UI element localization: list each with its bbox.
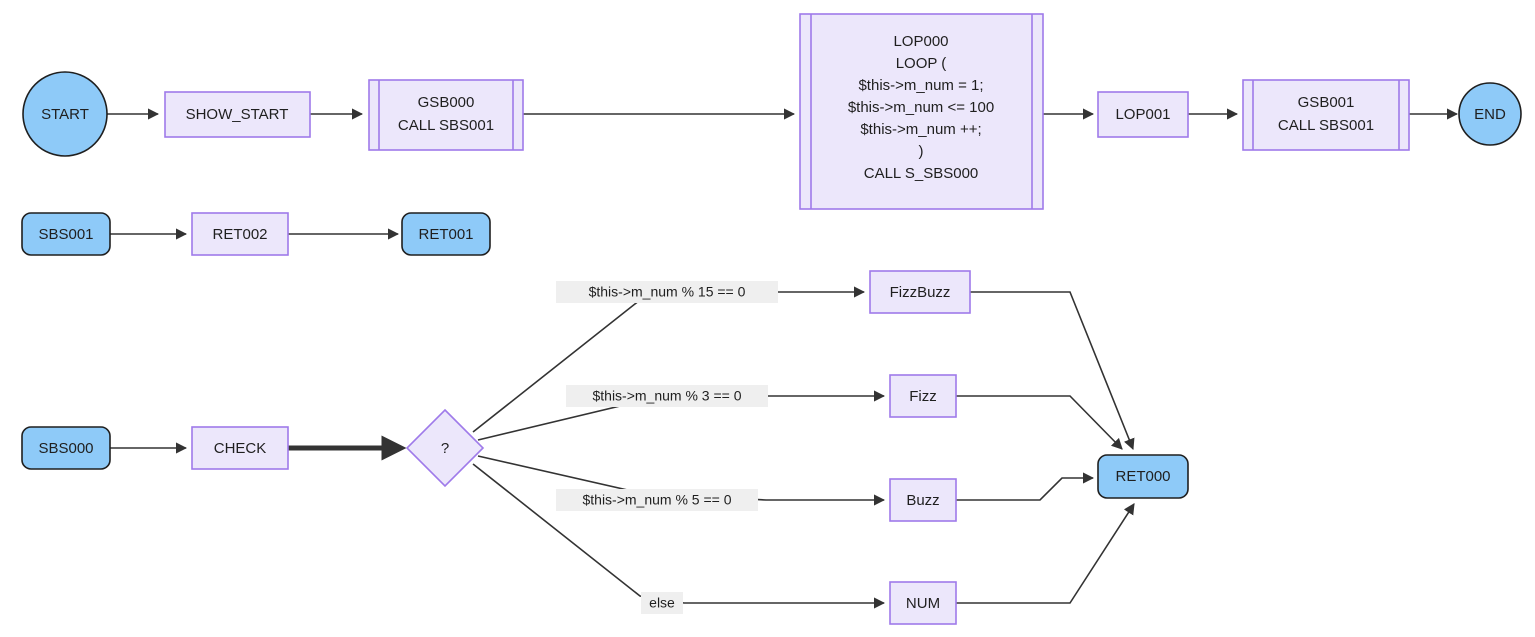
node-gsb000-label-line1: GSB000 xyxy=(418,94,475,111)
node-show-start-label: SHOW_START xyxy=(186,106,289,123)
node-lop000-line-2: $this->m_num = 1; xyxy=(858,77,983,94)
node-lop001[interactable]: LOP001 xyxy=(1097,91,1189,138)
node-decision-label: ? xyxy=(441,440,449,457)
node-lop000-line-0: LOP000 xyxy=(893,33,948,50)
edge-fizz-to-ret000 xyxy=(956,395,1123,450)
node-show-start[interactable]: SHOW_START xyxy=(164,91,311,138)
node-num[interactable]: NUM xyxy=(889,581,957,625)
edges-decision-branches xyxy=(472,286,886,609)
node-fizzbuzz-label: FizzBuzz xyxy=(890,284,951,301)
node-lop000-line-4: $this->m_num ++; xyxy=(860,121,981,138)
edge-fizzbuzz-to-ret000 xyxy=(970,291,1135,451)
node-ret002[interactable]: RET002 xyxy=(191,212,289,256)
edge-label-branch-15-text: $this->m_num % 15 == 0 xyxy=(589,284,746,300)
edge-label-branch-else: else xyxy=(641,592,683,614)
edge-label-branch-15: $this->m_num % 15 == 0 xyxy=(556,281,778,303)
node-gsb001-label-line1: GSB001 xyxy=(1298,94,1355,111)
edge-decision-to-fizzbuzz xyxy=(472,286,866,433)
node-fizzbuzz[interactable]: FizzBuzz xyxy=(869,270,971,314)
edge-label-branch-3-text: $this->m_num % 3 == 0 xyxy=(592,388,741,404)
node-num-label: NUM xyxy=(906,595,940,612)
node-lop000-line-5: ) xyxy=(919,143,924,160)
edge-num-to-ret000 xyxy=(956,503,1135,604)
node-start[interactable]: START xyxy=(22,71,108,157)
edge-buzz-to-ret000 xyxy=(956,472,1095,501)
node-lop000-line-1: LOOP ( xyxy=(896,55,947,72)
node-lop000[interactable]: LOP000 LOOP ( $this->m_num = 1; $this->m… xyxy=(799,13,1044,210)
node-ret000[interactable]: RET000 xyxy=(1097,454,1189,499)
node-check-label: CHECK xyxy=(214,440,267,457)
node-lop000-line-6: CALL S_SBS000 xyxy=(864,165,979,182)
edge-label-branch-3: $this->m_num % 3 == 0 xyxy=(566,385,768,407)
node-sbs001-label: SBS001 xyxy=(38,226,93,243)
node-buzz-label: Buzz xyxy=(906,492,939,509)
edge-label-branch-5-text: $this->m_num % 5 == 0 xyxy=(582,492,731,508)
node-sbs001[interactable]: SBS001 xyxy=(21,212,111,256)
node-gsb001-label-line2: CALL SBS001 xyxy=(1278,117,1374,134)
node-decision[interactable]: ? xyxy=(405,408,485,488)
node-buzz[interactable]: Buzz xyxy=(889,478,957,522)
node-fizz-label: Fizz xyxy=(909,388,937,405)
node-end-label: END xyxy=(1474,106,1506,123)
edge-label-branch-5: $this->m_num % 5 == 0 xyxy=(556,489,758,511)
node-ret002-label: RET002 xyxy=(212,226,267,243)
node-ret000-label: RET000 xyxy=(1115,468,1170,485)
node-check[interactable]: CHECK xyxy=(191,426,289,470)
node-gsb001[interactable]: GSB001 CALL SBS001 xyxy=(1242,79,1410,151)
edge-decision-to-num xyxy=(472,463,886,609)
edges-to-ret000 xyxy=(956,291,1135,604)
node-end[interactable]: END xyxy=(1458,82,1522,146)
node-ret001[interactable]: RET001 xyxy=(401,212,491,256)
node-sbs000-label: SBS000 xyxy=(38,440,93,457)
node-gsb000-label-line2: CALL SBS001 xyxy=(398,117,494,134)
node-gsb000[interactable]: GSB000 CALL SBS001 xyxy=(368,79,524,151)
node-lop001-label: LOP001 xyxy=(1115,106,1170,123)
edge-label-branch-else-text: else xyxy=(649,595,675,611)
node-lop000-line-3: $this->m_num <= 100 xyxy=(848,99,994,116)
node-start-label: START xyxy=(41,106,89,123)
node-ret001-label: RET001 xyxy=(418,226,473,243)
node-sbs000[interactable]: SBS000 xyxy=(21,426,111,470)
node-fizz[interactable]: Fizz xyxy=(889,374,957,418)
